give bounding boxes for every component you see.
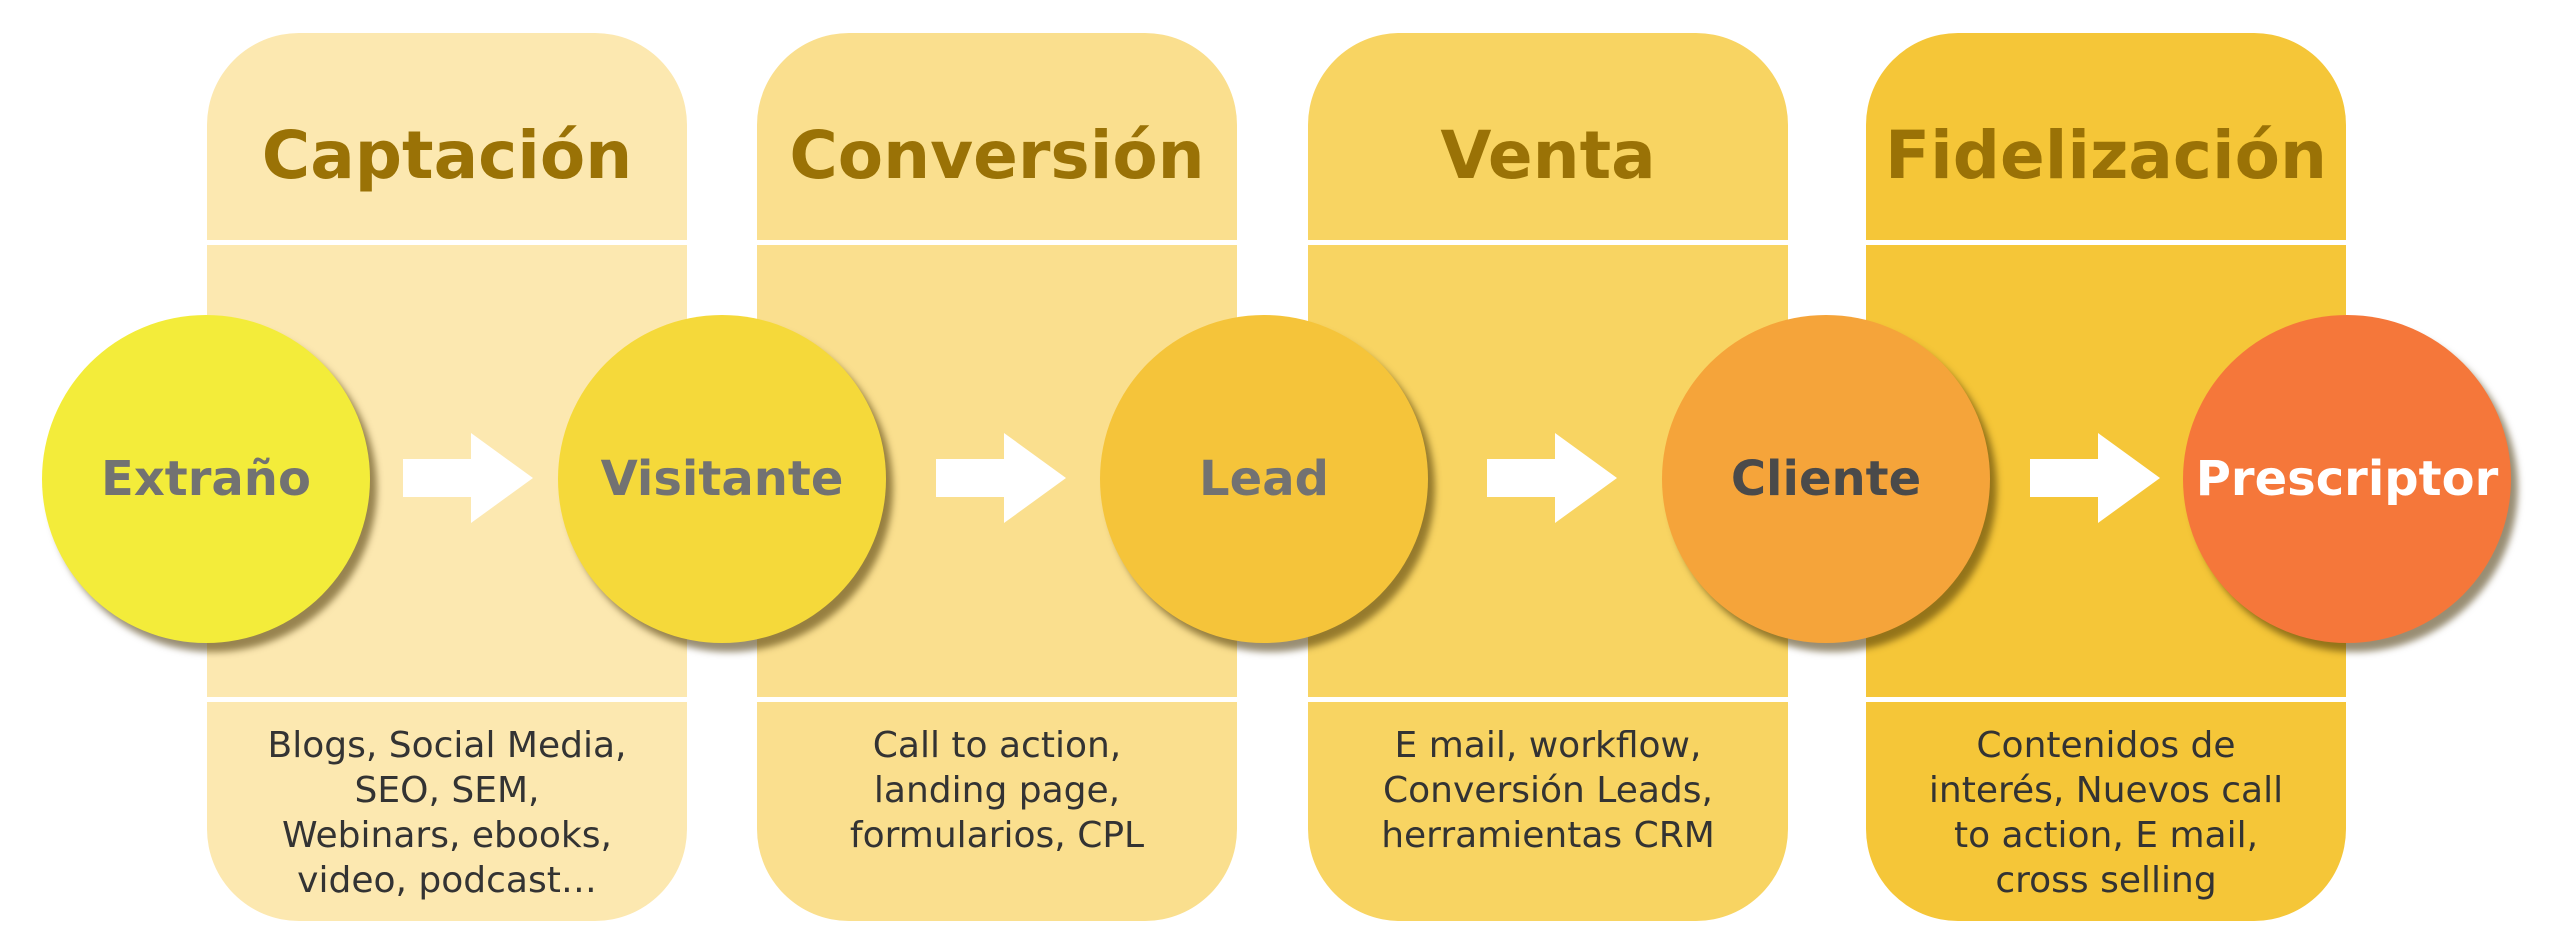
column-divider <box>1308 697 1788 702</box>
column-description: E mail, workflow, Conversión Leads, herr… <box>1328 723 1768 858</box>
description-line: landing page, <box>873 770 1121 811</box>
column-divider <box>1866 240 2346 245</box>
description-line: Conversión Leads, <box>1383 770 1713 811</box>
arrow-right-icon <box>403 433 533 523</box>
arrow-right-icon <box>1487 433 1617 523</box>
column-title: Conversión <box>789 117 1205 194</box>
stage-label: Visitante <box>600 451 844 507</box>
description-line: SEO, SEM, <box>354 770 540 811</box>
arrow-right-icon <box>2030 433 2160 523</box>
column-divider <box>1866 697 2346 702</box>
description-line: Webinars, ebooks, <box>282 815 612 856</box>
arrow-right-icon <box>936 433 1066 523</box>
stage-circle-extrano: Extraño <box>42 315 370 643</box>
description-line: Blogs, Social Media, <box>267 725 627 766</box>
stage-label: Lead <box>1199 451 1329 507</box>
column-description: Call to action, landing page, formulario… <box>777 723 1217 858</box>
column-divider <box>207 240 687 245</box>
column-divider <box>757 240 1237 245</box>
stage-label: Cliente <box>1730 451 1922 507</box>
description-line: E mail, workflow, <box>1394 725 1702 766</box>
description-line: Contenidos de <box>1976 725 2236 766</box>
column-divider <box>757 697 1237 702</box>
description-line: to action, E mail, <box>1953 815 2259 856</box>
column-title: Venta <box>1440 117 1656 194</box>
column-divider <box>207 697 687 702</box>
description-line: herramientas CRM <box>1381 815 1715 856</box>
stage-label: Extraño <box>101 451 311 507</box>
column-description: Blogs, Social Media, SEO, SEM, Webinars,… <box>227 723 667 903</box>
column-divider <box>1308 240 1788 245</box>
stage-label: Prescriptor <box>2195 451 2499 507</box>
description-line: cross selling <box>1995 860 2217 901</box>
description-line: video, podcast… <box>297 860 597 901</box>
description-line: interés, Nuevos call <box>1928 770 2284 811</box>
description-line: formularios, CPL <box>849 815 1145 856</box>
stage-circle-prescriptor: Prescriptor <box>2183 315 2511 643</box>
column-title: Captación <box>261 117 633 194</box>
column-title: Fidelización <box>1885 117 2327 194</box>
description-line: Call to action, <box>872 725 1122 766</box>
stage-circle-cliente: Cliente <box>1662 315 1990 643</box>
column-description: Contenidos de interés, Nuevos call to ac… <box>1886 723 2326 903</box>
stage-circle-lead: Lead <box>1100 315 1428 643</box>
stage-circle-visitante: Visitante <box>558 315 886 643</box>
